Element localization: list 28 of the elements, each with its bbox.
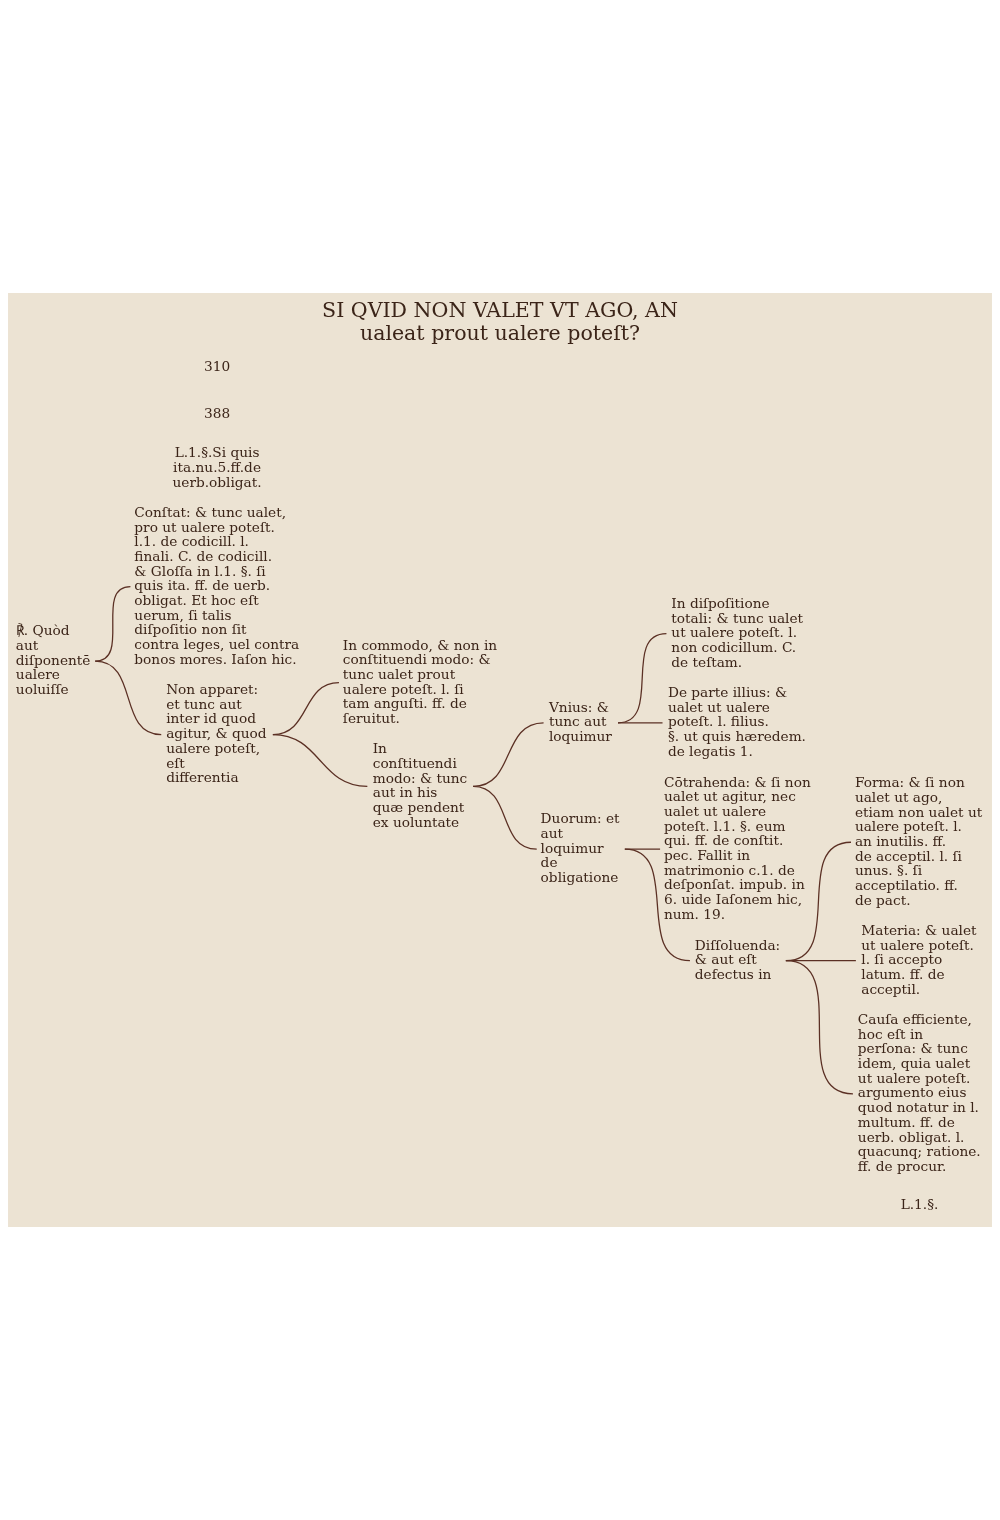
- node-text: In diſpoſitione totali: & tunc ualet ut ualere poteſt. l. non codicillum. C. de teſtam.: [671, 594, 804, 670]
- node-text: Diſſoluenda: & aut eſt defectus in: [694, 936, 781, 983]
- connector: [272, 733, 368, 788]
- label: L.1.§.: [900, 1196, 939, 1213]
- connector: [94, 586, 132, 662]
- node-text: Materia: & ualet ut ualere poteſt. l. ſi accepto latum. ff. de acceptil.: [861, 921, 977, 997]
- node-text: ℟. Quòd aut diſponentē ualere uoluiſſe: [15, 622, 91, 698]
- node-text: De parte illius: & ualet ut ualere poteſt. l. filius. §. ut quis hæredem. de legatis 1.: [667, 684, 806, 759]
- connector: [617, 633, 668, 724]
- node-text: Cauſa efficiente, hoc eſt in perſona: & tunc idem, quia ualet ut ualere poteſt. argumento eius quod notatur in l. multum. ff. de uerb. obligat. l. quacunq; ratione. ff. de procur.: [857, 1011, 981, 1174]
- label: 388: [203, 405, 231, 422]
- connector: [624, 848, 661, 850]
- node-text: Forma: & ſi non ualet ut ago, etiam non ualet ut ualere poteſt. l. an inutilis. ff. de acceptil. l. ſi unus. §. ſi acceptilatio. ff. de pact.: [854, 774, 983, 908]
- node-text: Vnius: & tunc aut loquimur: [548, 698, 612, 745]
- diagram-title: SI QVID NON VALET VT AGO, AN ualeat prout ualere poteſt?: [322, 298, 678, 345]
- connector: [94, 660, 162, 736]
- connector: [785, 960, 854, 1095]
- node-text: Cōtrahenda: & ſi non ualet ut agitur, nec ualet ut ualere poteſt. l.1. §. eum qui. ff. de conſtit. pec. Fallit in matrimonio c.1. de deſponſat. impub. in 6. uide Iaſonem hic, num. 19.: [663, 773, 811, 922]
- node-text: In conſtituendi modo: & tunc aut in his quæ pendent ex uoluntate: [372, 740, 468, 830]
- node-text: Conſtat: & tunc ualet, pro ut ualere poteſt. l.1. de codicill. l. finali. C. de codicill. & Gloſſa in l.1. §. ſi quis ita. ff. de uerb. obligat. Et hoc eſt uerum, ſi talis diſpoſitio non ſit contra leges, uel contra bonos mores. Iaſon hic.: [134, 503, 300, 667]
- node-text: Duorum: et aut loquimur de obligatione: [540, 810, 620, 886]
- node-text: In commodo, & non in conſtituendi modo: & tunc ualet prout ualere poteſt. l. ſi tam anguſti. ff. de ſeruitut.: [342, 636, 498, 726]
- connector: [624, 848, 691, 962]
- node-text: Non apparet: et tunc aut inter id quod agitur, & quod ualere poteſt, eſt differentia: [166, 681, 267, 786]
- connector: [472, 785, 538, 850]
- label: 310: [203, 358, 231, 375]
- label: L.1.§.Si quis ita.nu.5.ff.de uerb.obligat.: [172, 444, 262, 490]
- connector: [617, 722, 664, 724]
